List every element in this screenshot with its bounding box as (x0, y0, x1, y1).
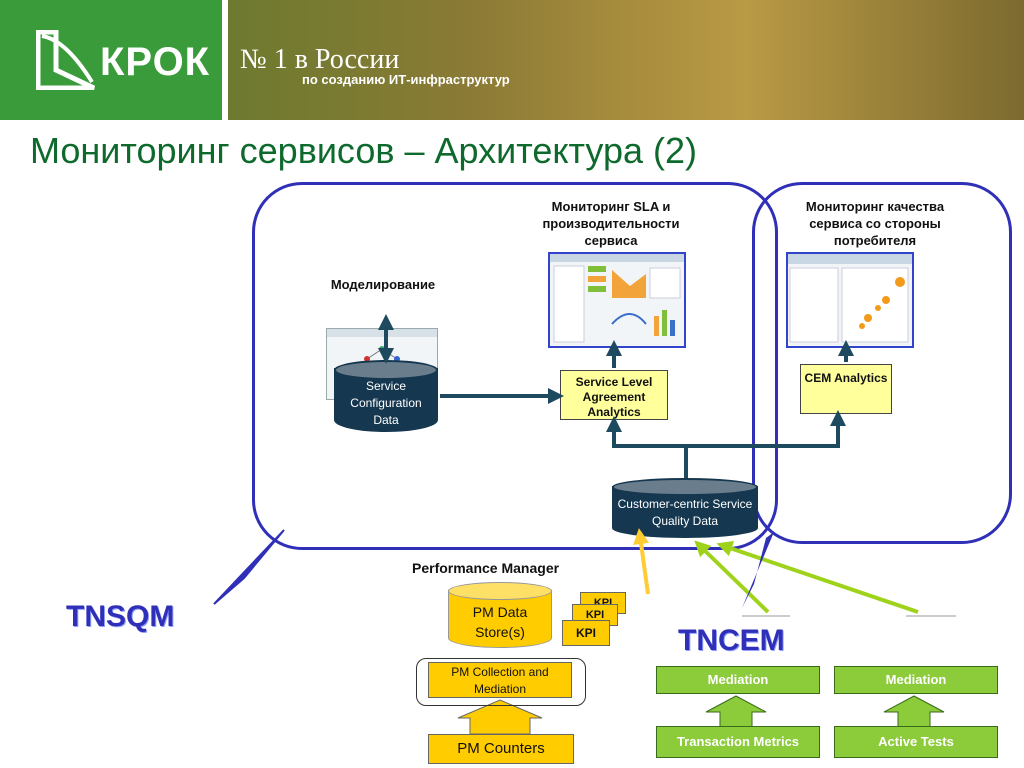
db-top (612, 478, 758, 496)
header-separator (222, 0, 228, 120)
pm-data-store: PM Data Store(s) (448, 582, 552, 648)
sla-dashboard-screenshot (548, 252, 686, 348)
transaction-metrics-box: Transaction Metrics (656, 726, 820, 758)
mediation-box-left: Mediation (656, 666, 820, 694)
rank-subline: по созданию ИТ-инфраструктур (302, 72, 510, 87)
customer-centric-db-label: Customer-centric Service Quality Data (617, 497, 753, 528)
slide-title: Мониторинг сервисов – Архитектура (2) (30, 130, 698, 171)
at-to-mediation-arrow (883, 695, 945, 729)
kpi-card-1: KPI (562, 620, 610, 646)
mediation-box-right: Mediation (834, 666, 998, 694)
sla-analytics-box: Service Level Agreement Analytics (560, 370, 668, 420)
modeling-label: Моделирование (330, 277, 436, 292)
header-field-photo (228, 0, 1024, 120)
active-tests-box: Active Tests (834, 726, 998, 758)
tncem-pointer (742, 532, 774, 608)
sla-monitoring-label: Мониторинг SLA и производительности серв… (542, 199, 680, 248)
pm-collection-frame (416, 658, 586, 706)
pm-data-store-label: PM Data Store(s) (472, 604, 528, 640)
rank-headline: № 1 в России (240, 44, 400, 75)
tnsqm-frame (252, 182, 778, 550)
pm-feed-arrow (633, 528, 650, 595)
pm-collection-box: PM Collection and Mediation (428, 662, 572, 698)
data-to-sla-arrow (606, 416, 688, 478)
service-config-db-label: Service Configuration Data (350, 379, 422, 427)
counters-to-collection-arrow (457, 699, 543, 735)
mediation-feed-arrow-1 (694, 540, 770, 614)
tnsqm-tag: TNSQM (66, 600, 175, 633)
data-to-cem-arrow (686, 410, 846, 448)
service-config-db: Service Configuration Data (334, 360, 438, 432)
tncem-frame (752, 182, 1012, 544)
tm-to-mediation-arrow (705, 695, 767, 729)
pm-db-top (448, 582, 552, 600)
cem-analytics-box: CEM Analytics (800, 364, 892, 414)
krok-logo-icon (36, 30, 96, 90)
cem-dashboard-screenshot (786, 252, 914, 348)
sla-dashboard-icon (550, 254, 684, 343)
cem-scatter-icon (788, 254, 912, 343)
tnsqm-pointer (213, 529, 285, 605)
mediation-feed-arrow-2 (716, 541, 919, 614)
tncem-tag: TNCEM (678, 624, 785, 657)
logo-text: КРОК (100, 40, 211, 84)
performance-manager-label: Performance Manager (412, 560, 560, 576)
pm-counters-box: PM Counters (428, 734, 574, 764)
cem-monitoring-label: Мониторинг качества сервиса со стороны п… (805, 199, 945, 248)
